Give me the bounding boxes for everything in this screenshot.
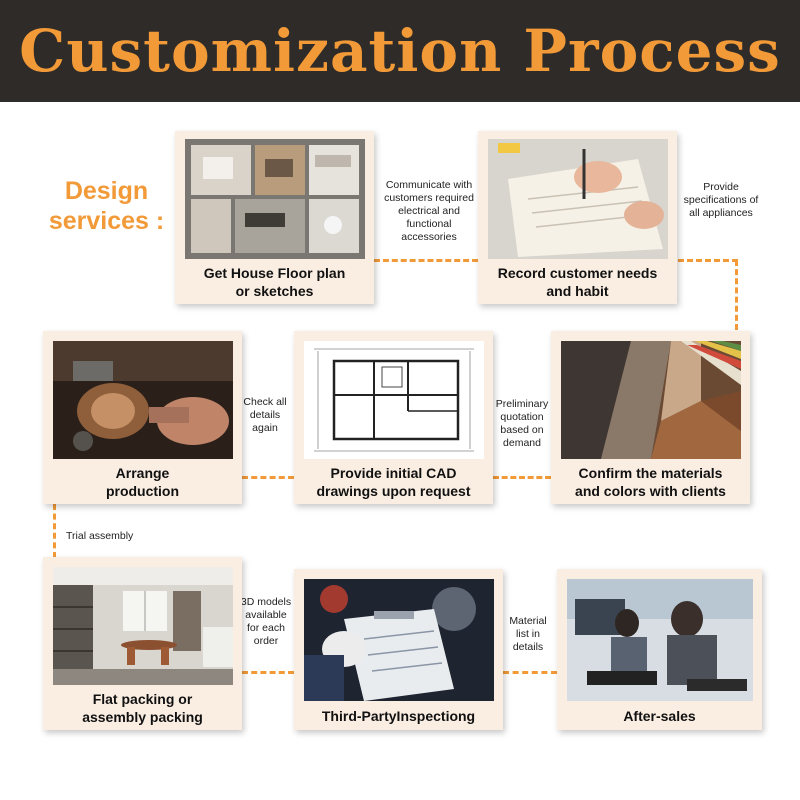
floor-plan-photo — [185, 139, 365, 259]
page-title: Customization Process — [19, 17, 781, 85]
inspection-photo — [304, 579, 494, 701]
step-label: Third-PartyInspectiong — [321, 708, 476, 724]
connector-line — [503, 671, 557, 674]
step-card-record-needs: Record customer needs and habit — [478, 131, 677, 304]
step-card-inspection: Third-PartyInspectiong — [294, 569, 503, 730]
header-banner: Customization Process — [0, 0, 800, 102]
step-label: Get House Floor plan or sketches — [203, 265, 346, 299]
connector-line — [493, 476, 551, 479]
connector-note: Communicate with customers required elec… — [384, 179, 474, 243]
interior-photo — [53, 567, 233, 685]
production-photo — [53, 341, 233, 459]
connector-note: Trial assembly — [66, 530, 134, 542]
connector-note: Check all details again — [243, 396, 287, 434]
step-card-floor-plan: Get House Floor plan or sketches — [175, 131, 374, 304]
connector-note: Preliminary quotation based on demand — [495, 398, 549, 449]
connector-line — [374, 259, 478, 262]
connector-note: Material list in details — [509, 615, 547, 653]
step-label: Record customer needs and habit — [497, 265, 658, 299]
writing-notes-photo — [488, 139, 668, 259]
connector-line — [53, 504, 56, 558]
connector-note: Provide specifications of all appliances — [683, 181, 759, 219]
call-center-photo — [567, 579, 753, 701]
step-label: After-sales — [623, 708, 696, 724]
step-label: Flat packing or assembly packing — [82, 691, 203, 725]
cad-drawing-photo — [304, 341, 484, 459]
connector-line — [242, 671, 294, 674]
connector-line — [735, 260, 738, 330]
step-label: Arrange production — [105, 465, 180, 499]
connector-line — [678, 259, 738, 262]
step-card-cad: Provide initial CAD drawings upon reques… — [294, 331, 493, 504]
step-card-materials: Confirm the materials and colors with cl… — [551, 331, 750, 504]
connector-line — [242, 476, 294, 479]
design-services-heading: Design services : — [48, 177, 165, 235]
step-label: Provide initial CAD drawings upon reques… — [316, 465, 471, 499]
material-samples-photo — [561, 341, 741, 459]
step-label: Confirm the materials and colors with cl… — [575, 465, 726, 499]
connector-note: 3D models available for each order — [240, 596, 292, 647]
step-card-production: Arrange production — [43, 331, 242, 504]
step-card-packing: Flat packing or assembly packing — [43, 557, 242, 730]
step-card-after-sales: After-sales — [557, 569, 762, 730]
